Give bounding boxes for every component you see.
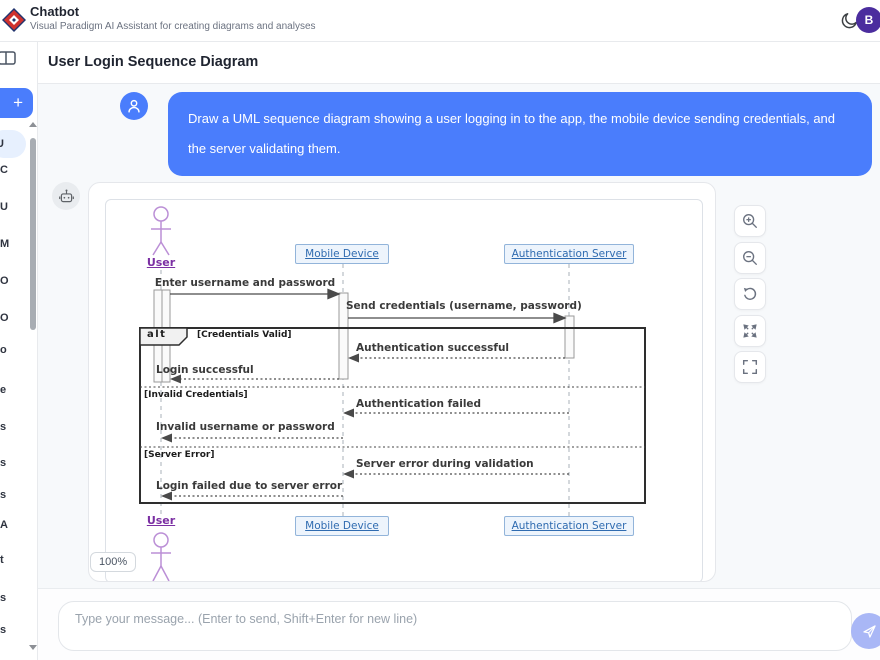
sidebar-item[interactable]: M [0,238,10,250]
sidebar-item[interactable]: e [0,384,7,396]
message-login-failed: Login failed due to server error [156,480,343,492]
person-icon [128,99,140,113]
fullscreen-button[interactable] [734,351,766,383]
page-title: User Login Sequence Diagram [48,54,259,70]
send-button[interactable] [851,613,880,649]
sidebar-scrollbar[interactable] [30,138,36,330]
message-auth-success: Authentication successful [356,342,510,354]
chat-area: Draw a UML sequence diagram showing a us… [38,84,880,588]
sidebar-scroll-down-arrow[interactable] [29,645,37,650]
bot-message-avatar [52,182,80,210]
user-message-avatar [120,92,148,120]
user-message-bubble: Draw a UML sequence diagram showing a us… [168,92,872,176]
participant-mobile-top: Mobile Device [295,244,389,264]
message-composer [38,588,880,660]
sidebar-item[interactable]: s [0,624,7,636]
message-login-success: Login successful [156,364,254,376]
actor-figure-bottom [151,532,171,581]
participant-server-top: Authentication Server [504,244,634,264]
sidebar-item[interactable]: s [0,421,7,433]
sidebar-item[interactable]: t [0,554,4,566]
main-area: User Login Sequence Diagram Draw a UML s… [38,42,880,660]
reset-view-button[interactable] [734,278,766,310]
fragment-operator-label: alt [147,329,167,340]
send-paper-plane-icon [862,624,876,638]
message-auth-failed: Authentication failed [356,398,482,410]
guard-credentials-valid: [Credentials Valid] [197,330,292,340]
participant-mobile-bottom: Mobile Device [295,516,389,536]
message-server-error: Server error during validation [356,458,534,470]
sidebar-item[interactable]: O [0,275,9,287]
participant-server-bottom: Authentication Server [504,516,634,536]
fullscreen-brackets-icon [742,359,758,375]
sidebar-item[interactable]: U [0,201,8,213]
sidebar-scroll-up-arrow[interactable] [29,122,37,127]
zoom-level-badge: 100% [90,552,137,572]
sidebar-item-selected[interactable]: U [0,130,26,158]
dark-mode-toggle[interactable] [838,9,862,33]
message-invalid-credentials: Invalid username or password [156,421,335,433]
app-subtitle: Visual Paradigm AI Assistant for creatin… [30,21,316,32]
actor-label-bottom: User [146,514,176,527]
sidebar: + U C U M O O o e s s s A t s s [0,42,38,660]
expand-arrows-icon [743,324,757,338]
moon-icon [841,12,857,28]
message-enter-credentials: Enter username and password [154,277,336,289]
zoom-in-button[interactable] [734,205,766,237]
app-title: Chatbot [30,4,80,19]
guard-invalid-credentials: [Invalid Credentials] [144,390,248,400]
diagram-card: User Mobile Device Authentication Server… [88,182,716,582]
zoom-out-button[interactable] [734,242,766,274]
message-input-field [58,601,852,651]
sidebar-item[interactable]: s [0,457,7,469]
zoom-out-icon [743,251,757,265]
reset-rotate-icon [743,287,757,300]
app-header: Chatbot Visual Paradigm AI Assistant for… [0,0,880,42]
fit-to-screen-button[interactable] [734,315,766,347]
new-chat-button[interactable]: + [0,88,33,118]
guard-server-error: [Server Error] [144,450,215,460]
conversation-title-bar: User Login Sequence Diagram [38,42,880,84]
actor-figure-top [151,206,171,256]
sidebar-toggle-button[interactable] [0,50,17,66]
message-input[interactable] [75,612,835,644]
sequence-diagram-graphics [139,206,646,581]
robot-icon [58,189,74,202]
diagram-canvas[interactable]: User Mobile Device Authentication Server… [105,199,703,581]
sidebar-item[interactable]: C [0,164,8,176]
sidebar-item[interactable]: A [0,519,8,531]
visual-paradigm-logo-icon [2,8,26,32]
sidebar-item[interactable]: s [0,592,7,604]
actor-label-top: User [146,256,176,269]
sidebar-item[interactable]: o [0,344,7,356]
message-send-credentials: Send credentials (username, password) [346,300,582,312]
zoom-in-icon [743,214,757,228]
user-account-avatar[interactable]: B [856,7,880,33]
sidebar-item-label: U [0,135,8,153]
sidebar-item[interactable]: s [0,489,7,501]
sidebar-panel-icon [0,51,16,65]
sidebar-item[interactable]: O [0,312,9,324]
